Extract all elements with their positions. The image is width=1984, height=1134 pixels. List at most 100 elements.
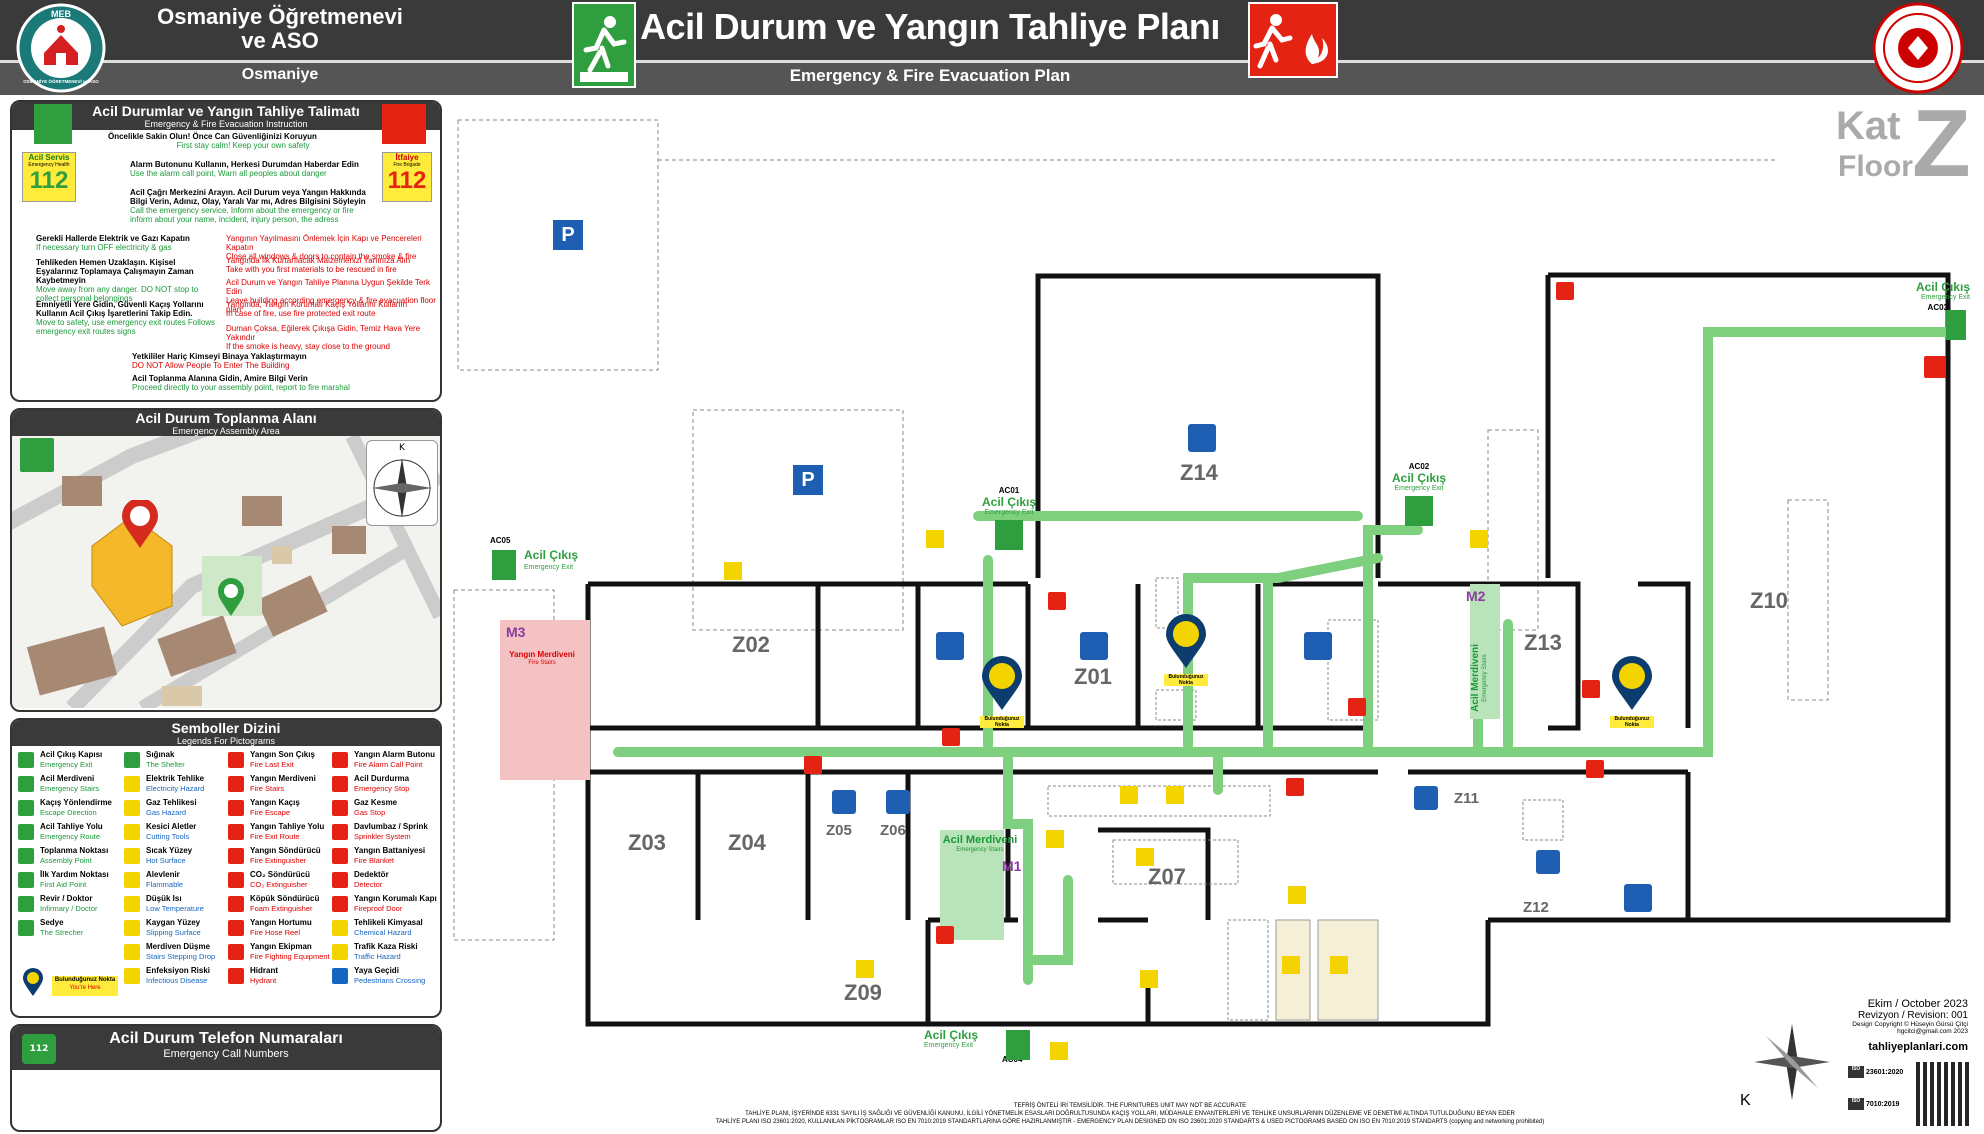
exit-label-en: Emergency Exit (984, 509, 1034, 516)
legend-label-en: Hydrant (250, 976, 277, 985)
instruction-right-1: Yangının Yayılmasını Önlemek İçin Kapı v… (226, 234, 436, 261)
exit-label: Acil Çıkış (924, 1028, 979, 1042)
disclaimer-2: TAHLİYE PLANI, İŞYERİNDE 6331 SAYILI İŞ … (745, 1111, 1515, 1117)
instruction-top-2: Alarm Butonunu Kullanın, Herkesi Durumda… (130, 160, 380, 178)
legend-symbol-icon (18, 800, 34, 816)
legend-label-en: Sprinkler System (354, 832, 411, 841)
floor-plan (453, 119, 1963, 1027)
fire-num: 112 (387, 167, 427, 194)
legend-label-en: The Strecher (40, 928, 84, 937)
warning-hazard-icon (724, 562, 742, 580)
location-pin-icon (120, 498, 160, 550)
legend-subtitle: Legends For Pictograms (176, 736, 276, 746)
instruction-text: Yangının Yayılmasını Önlemek İçin Kapı v… (226, 234, 422, 252)
you-are-here-legend: Bulunduğunuz Nokta You're Here (52, 976, 118, 996)
exit-code: AC01 (998, 486, 1020, 495)
legend-label-en: Gas Stop (354, 808, 386, 817)
warning-hazard-icon (1330, 956, 1348, 974)
qr-code[interactable] (1916, 1062, 1972, 1126)
legend-label: Yangın Kaçış (250, 798, 300, 807)
instruction-text: Yetkililer Hariç Kimseyi Binaya Yaklaştı… (132, 352, 307, 361)
legend-label-en: Fire Exit Route (250, 832, 300, 841)
legend-label: Sıcak Yüzey (146, 846, 193, 855)
instruction-text: Duman Çoksa, Eğilerek Çıkışa Gidin, Temi… (226, 324, 421, 342)
emergency-exit-icon (34, 104, 72, 144)
legend-symbol-icon (124, 968, 140, 984)
legend-symbol-icon (124, 752, 140, 768)
phone-header: Acil Durum Telefon Numaraları Emergency … (12, 1026, 440, 1070)
legend-label: Acil Çıkış Kapısı (40, 750, 103, 759)
org-name-line2: ve ASO (241, 28, 319, 53)
room-z07: Z07 (1148, 864, 1186, 889)
iso-badge-2: ISO 7010:2019 (1848, 1098, 1908, 1114)
legend-label: Kaygan Yüzey (146, 918, 201, 927)
legend-label: Yangın Merdiveni (250, 774, 316, 783)
disclaimer-1: TEFRİŞ ÖNTELİ İRİ TEMSİLİDİR. THE FURNIT… (1013, 1103, 1247, 1109)
legend-label-en: Escape Direction (40, 808, 97, 817)
legend-label: Tehlikeli Kimyasal (354, 918, 423, 927)
legend-label: CO₂ Söndürücü (250, 870, 310, 879)
exit-code: AC05 (490, 536, 511, 545)
instruction-text-en: Proceed directly to your assembly point,… (132, 383, 350, 392)
lounge-icon (1080, 632, 1108, 660)
legend-label-en: Emergency Route (40, 832, 101, 841)
page-title: Acil Durum ve Yangın Tahliye Planı (640, 6, 1220, 47)
legend-symbol-icon (228, 920, 244, 936)
instruction-text: Acil Durum ve Yangın Tahliye Planına Uyg… (226, 278, 430, 296)
header-bar (0, 0, 1984, 60)
legend-symbol-icon (228, 848, 244, 864)
coffee-icon (1624, 884, 1652, 912)
exit-sign-icon (995, 520, 1023, 550)
legend-label-en: Stairs Stepping Drop (146, 952, 216, 961)
legend-label: Dedektör (354, 870, 389, 879)
legend-label: Yangın Alarm Butonu (354, 750, 436, 759)
legend-label-en: Detector (354, 880, 383, 889)
legend-label: Trafik Kaza Riski (354, 942, 418, 951)
legend-symbol-icon (124, 776, 140, 792)
stair-m1: M1 (1002, 858, 1022, 874)
legend-label: Yangın Battaniyesi (354, 846, 426, 855)
instruction-text: Öncelikle Sakin Olun! Önce Can Güvenliği… (108, 132, 317, 141)
ambulance-num: 112 (29, 167, 69, 194)
legend-label-en: Cutting Tools (146, 832, 190, 841)
room-z14: Z14 (1180, 460, 1218, 485)
instruction-left-3: Emniyetli Yere Gidin, Güvenli Kaçış Yoll… (18, 300, 218, 336)
legend-label-en: The Shelter (146, 760, 185, 769)
fire-extinguisher-icon (1048, 592, 1066, 610)
legend-label-en: Fire Stairs (250, 784, 285, 793)
legend-symbol-icon (332, 896, 348, 912)
instruction-right-3: Acil Durum ve Yangın Tahliye Planına Uyg… (226, 278, 436, 314)
footer-website[interactable]: tahliyeplanlari.com (1868, 1041, 1968, 1053)
legend-label-en: Hot Surface (146, 856, 186, 865)
ambulance-sub: Emergency Health (28, 162, 70, 168)
stair-m3-label: Yangın Merdiveni Fire Stairs (502, 650, 582, 668)
legend-symbol-icon (18, 824, 34, 840)
fire-number: İtfaiye Fire Brigade 112 (382, 152, 432, 202)
footer-design: Design Copyright © Hüseyin Gürsü Çitçi (1852, 1021, 1968, 1028)
meb-logo-ring-text: OSMANİYE ÖĞRETMENEVİ ve ASO (23, 79, 99, 84)
floor-en-label: Floor (1838, 150, 1913, 183)
legend-label-en: First Aid Point (40, 880, 87, 889)
instructions-title: Acil Durumlar ve Yangın Tahliye Talimatı (92, 103, 360, 119)
fire-extinguisher-icon (1286, 778, 1304, 796)
exit-sign-icon (492, 550, 516, 580)
legend-label: İlk Yardım Noktası (40, 870, 109, 879)
warning-hazard-icon (1166, 786, 1184, 804)
legend-label-en: Low Temperature (146, 904, 204, 913)
legend-label-en: Assembly Point (40, 856, 92, 865)
legend-label-en: CO₂ Extinguisher (250, 880, 308, 889)
instruction-text-en: Use the alarm call point, Warn all peopl… (130, 169, 327, 178)
stair-m3: M3 (506, 624, 526, 640)
legend-symbol-icon (332, 968, 348, 984)
legend-label-en: Fire Alarm Call Point (354, 760, 423, 769)
